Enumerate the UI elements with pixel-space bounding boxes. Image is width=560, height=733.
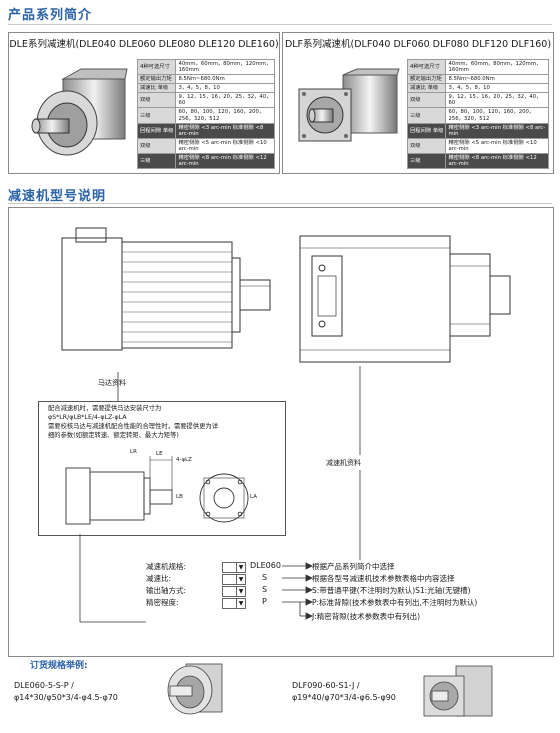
spec-row-value: 60，80，100，120，160，200，256，320，512	[445, 107, 549, 124]
config-row-precision: 精密程度:	[146, 597, 179, 608]
motor-note-line: 配合减速机时，需要提供马达安装尺寸为	[48, 405, 162, 412]
motor-dimension-sketch	[65, 456, 249, 525]
config-label: 减速机规格:	[146, 562, 187, 571]
dimension-lr-label: LR	[130, 449, 137, 455]
section-title-model: 减速机型号说明	[8, 189, 107, 204]
motor-note: 配合减速机时，需要提供马达安装尺寸为 φS*LR/φLB*LE/4-φLZ-φL…	[48, 404, 268, 441]
spec-row-value: 精密侧隙 <8 arc-min 标准侧隙 <12 arc-min	[175, 152, 275, 170]
dimension-lb-label: LB	[176, 494, 183, 500]
spec-row: 双级精密侧隙 <5 arc-min 标准侧隙 <10 arc-min	[406, 137, 549, 154]
config-code-ratio: S	[262, 573, 268, 582]
dimension-lz-label: 4-φLZ	[176, 457, 192, 463]
motor-note-line: 需要校核马达与减速机配合性能的合理性时，需要提供更为详	[48, 423, 219, 431]
spec-row-head: 三级	[406, 152, 447, 170]
config-label: 减速比:	[146, 574, 172, 583]
config-row-shaft: 输出轴方式:	[146, 585, 186, 596]
spec-row-head: 双级	[136, 92, 177, 109]
motor-drawing	[61, 227, 271, 351]
spec-row: 回程间隙 单级精密侧隙 <3 arc-min 标准侧隙 <8 arc-min	[406, 122, 549, 139]
model-diagram-frame	[8, 207, 554, 657]
config-row-ratio: 减速比:	[146, 573, 171, 584]
motor-info-box	[38, 401, 286, 536]
reducer-drawing	[299, 235, 511, 363]
spec-row-value: 9，12，15，16，20，25，32，40，60	[175, 92, 275, 109]
spec-row-head: 4种可选尺寸	[406, 58, 447, 76]
dle-series-panel: DLE系列减速机(DLE040 DLE060 DLE080 DLE120 DLE…	[8, 32, 280, 174]
spec-row-value: 40mm，60mm，80mm，120mm，160mm	[445, 58, 549, 76]
config-desc: 根据产品系列简介中选择	[312, 562, 395, 571]
shaft-dropdown[interactable]: ▼	[222, 586, 246, 597]
order-example-1-line2: φ14*30/φ50*3/4-φ4.5-φ70	[14, 693, 118, 702]
config-desc: S:带普通平键(不注明时为默认)S1:光轴(无键槽)	[312, 586, 471, 595]
config-desc: J:精密背隙(技术参数表中有列出)	[312, 612, 421, 621]
config-row-spec: 减速机规格:	[146, 561, 186, 572]
config-code-shaft: S	[262, 585, 268, 594]
spec-row-head: 三级	[136, 152, 177, 170]
spec-row-head: 4种可选尺寸	[136, 58, 177, 76]
section-title-intro: 产品系列简介	[8, 8, 93, 23]
spec-dropdown[interactable]: ▼	[222, 562, 246, 573]
spec-row-head: 双级	[406, 92, 447, 109]
dle-panel-title: DLE系列减速机(DLE040 DLE060 DLE080 DLE120 DLE…	[9, 39, 279, 50]
dimension-la-label: LA	[250, 494, 257, 500]
motor-data-label: 马达资料	[98, 379, 126, 387]
motor-note-line: φS*LR/φLB*LE/4-φLZ-φLA	[48, 414, 127, 422]
spec-row-head: 回程间隙 单级	[136, 122, 177, 139]
spec-row-head: 双级	[406, 137, 447, 154]
config-desc: 根据各型号减速机技术参数表格中内容选择	[312, 574, 455, 583]
ratio-dropdown[interactable]: ▼	[222, 574, 246, 585]
precision-dropdown[interactable]: ▼	[222, 598, 246, 609]
dlf-series-panel: DLF系列减速机(DLF040 DLF060 DLF080 DLF120 DLF…	[282, 32, 554, 174]
reducer-data-label: 减速机资料	[326, 459, 361, 467]
order-example-2-line1: DLF090-60-S1-J /	[292, 681, 360, 690]
section-divider	[8, 24, 552, 25]
spec-row: 双级精密侧隙 <5 arc-min 标准侧隙 <10 arc-min	[136, 137, 275, 154]
config-code-spec: DLE060	[250, 561, 281, 570]
spec-row-value: 60，80，100，120，160，200，256，320，512	[175, 107, 275, 124]
spec-row-head: 双级	[136, 137, 177, 154]
spec-row-value: 40mm，60mm，80mm，120mm，160mm	[175, 58, 275, 76]
chevron-down-icon: ▼	[236, 575, 245, 584]
dlf-panel-title: DLF系列减速机(DLF040 DLF060 DLF080 DLF120 DLF…	[284, 39, 552, 50]
dle-gearbox-image	[31, 68, 128, 156]
dlf-gearbox-image	[298, 68, 400, 142]
section-divider	[8, 203, 552, 204]
config-code-precision: P	[262, 597, 267, 606]
chevron-down-icon: ▼	[236, 599, 245, 608]
order-image-1	[167, 663, 223, 715]
spec-row-head: 三级	[406, 107, 447, 124]
spec-row: 回程间隙 单级精密侧隙 <3 arc-min 标准侧隙 <8 arc-min	[136, 122, 275, 139]
spec-row-value: 精密侧隙 <8 arc-min 标准侧隙 <12 arc-min	[445, 152, 549, 170]
motor-note-line: 细的参数(如额定转速、额定转矩、最大力矩等)	[48, 432, 179, 440]
order-example-title: 订货规格举例:	[30, 661, 88, 671]
spec-row-value: 9，12，15，16，20，25，32，40，60	[445, 92, 549, 109]
config-label: 精密程度:	[146, 598, 179, 607]
spec-row-value: 精密侧隙 <3 arc-min 标准侧隙 <8 arc-min	[175, 122, 275, 139]
chevron-down-icon: ▼	[236, 563, 245, 572]
config-desc: P:标准背隙(技术参数表中有列出,不注明时为默认)	[312, 598, 478, 607]
spec-row: 三级精密侧隙 <8 arc-min 标准侧隙 <12 arc-min	[136, 152, 275, 170]
order-image-2	[423, 665, 493, 717]
chevron-down-icon: ▼	[236, 587, 245, 596]
spec-row-head: 三级	[136, 107, 177, 124]
spec-row: 三级精密侧隙 <8 arc-min 标准侧隙 <12 arc-min	[406, 152, 549, 170]
order-example-2-line2: φ19*40/φ70*3/4-φ6.5-φ90	[292, 693, 396, 702]
dimension-le-label: LE	[156, 451, 163, 457]
order-example-1-line1: DLE060-5-S-P /	[14, 681, 74, 690]
config-label: 输出轴方式:	[146, 586, 187, 595]
spec-row-value: 精密侧隙 <3 arc-min 标准侧隙 <8 arc-min	[445, 122, 549, 139]
